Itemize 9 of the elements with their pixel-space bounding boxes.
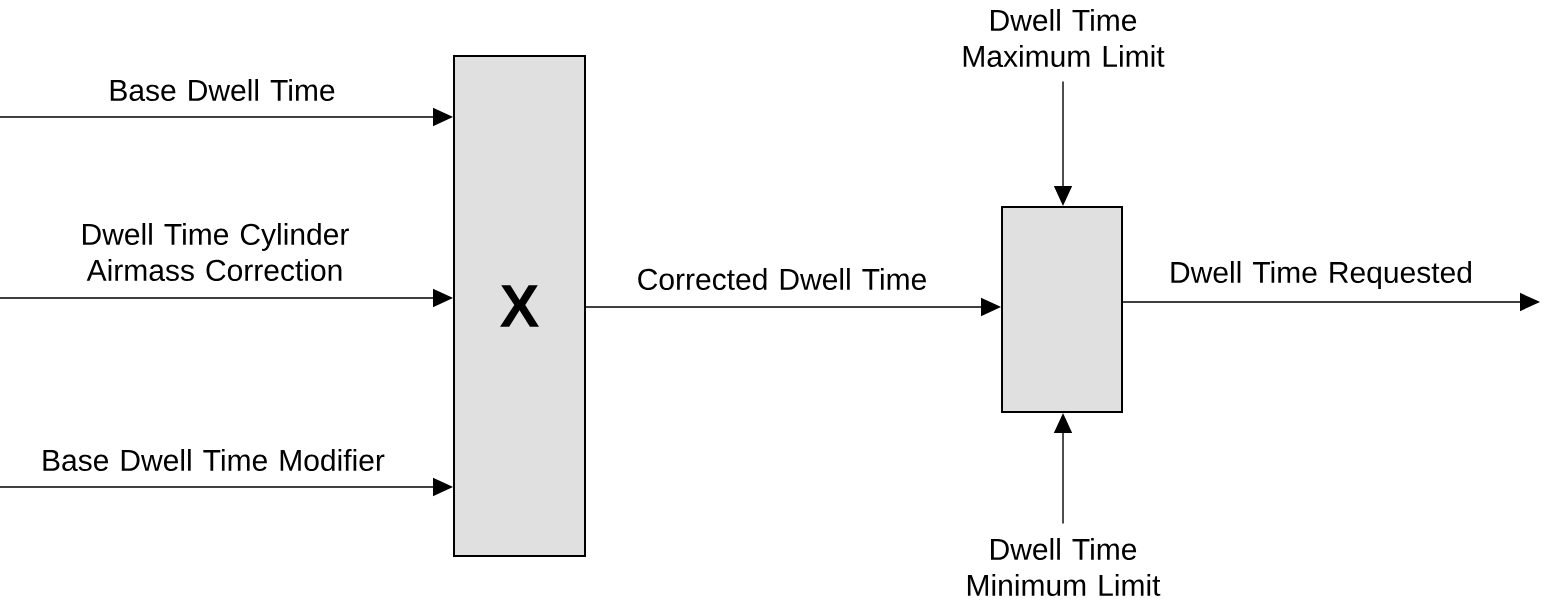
edge-label: Dwell Time Requested: [1171, 261, 1471, 289]
limiter-block: [1001, 206, 1123, 413]
edge-label: Corrected Dwell Time: [638, 268, 926, 290]
multiplier-block: X: [453, 55, 586, 557]
limit-label: Dwell Time Maximum Limit: [963, 9, 1165, 67]
edge-label: Base Dwell Time: [110, 79, 335, 101]
limit-label: Dwell Time Minimum Limit: [967, 538, 1161, 596]
edge-label: Base Dwell Time Modifier: [43, 449, 385, 471]
edge-label: Dwell Time Cylinder Airmass Correction: [83, 223, 349, 281]
